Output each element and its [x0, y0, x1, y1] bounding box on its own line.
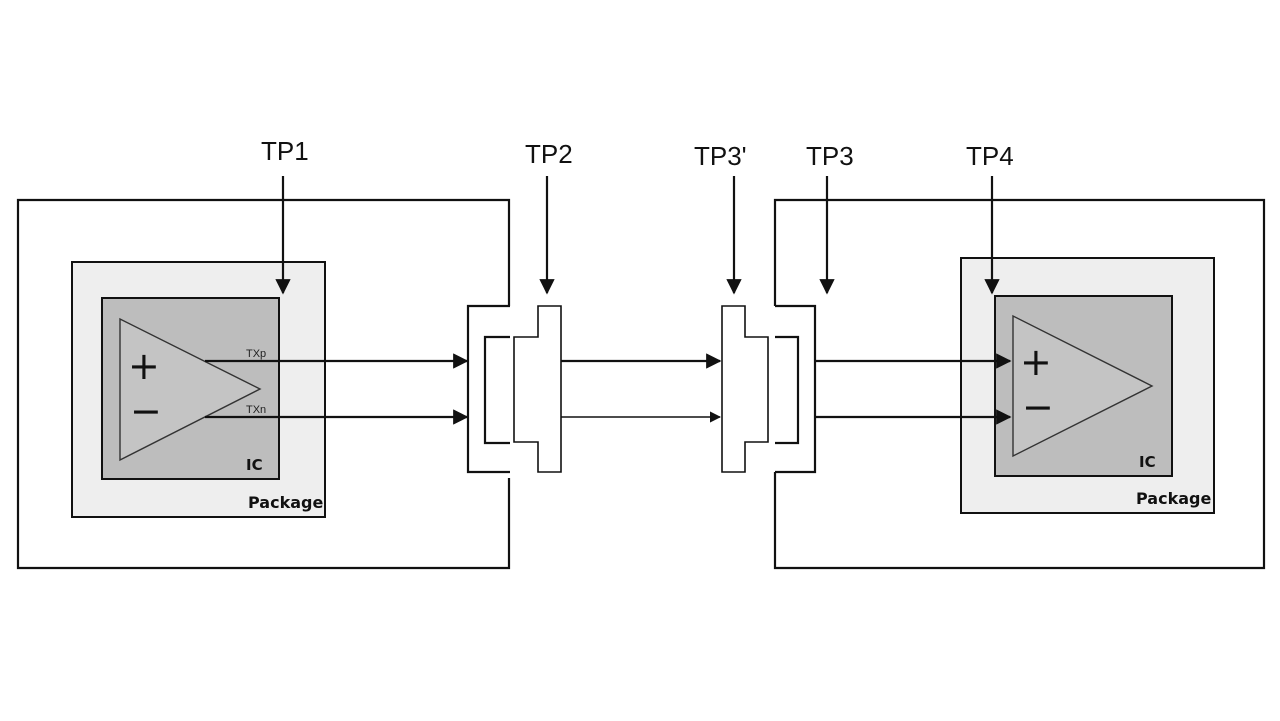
- right-cable-plug: [721, 305, 769, 473]
- test-point-tp2: TP2: [525, 139, 573, 295]
- left-ic: IC + − TXp TXn: [101, 297, 280, 480]
- right-ic: IC + −: [994, 295, 1173, 477]
- right-board: [773, 198, 1266, 570]
- right-amplifier-icon: [1012, 314, 1154, 458]
- tp1-label: TP1: [261, 136, 309, 166]
- test-point-tp3-prime: TP3': [694, 141, 747, 295]
- left-package-label: Package: [248, 493, 323, 512]
- signal-txp-label: TXp: [246, 348, 266, 360]
- tp2-label: TP2: [525, 139, 573, 169]
- tp3-label: TP3: [806, 141, 854, 171]
- right-package-label: Package: [1136, 489, 1211, 508]
- left-board: [16, 198, 511, 570]
- left-minus-symbol: −: [130, 389, 162, 433]
- right-plus-symbol: +: [1020, 340, 1052, 384]
- test-point-tp1: TP1: [261, 136, 309, 295]
- left-amplifier-icon: [119, 317, 262, 462]
- left-plus-symbol: +: [128, 344, 160, 388]
- left-ic-label: IC: [246, 456, 263, 474]
- test-point-tp3: TP3: [806, 141, 854, 295]
- left-cable-plug: [513, 305, 562, 473]
- right-ic-label: IC: [1139, 453, 1156, 471]
- test-point-tp4: TP4: [966, 141, 1014, 295]
- left-connector-receptacle: [466, 304, 510, 474]
- right-connector-receptacle: [775, 304, 817, 474]
- tp4-label: TP4: [966, 141, 1014, 171]
- tp3-prime-label: TP3': [694, 141, 747, 171]
- signal-txn-label: TXn: [246, 404, 266, 416]
- right-minus-symbol: −: [1022, 385, 1054, 429]
